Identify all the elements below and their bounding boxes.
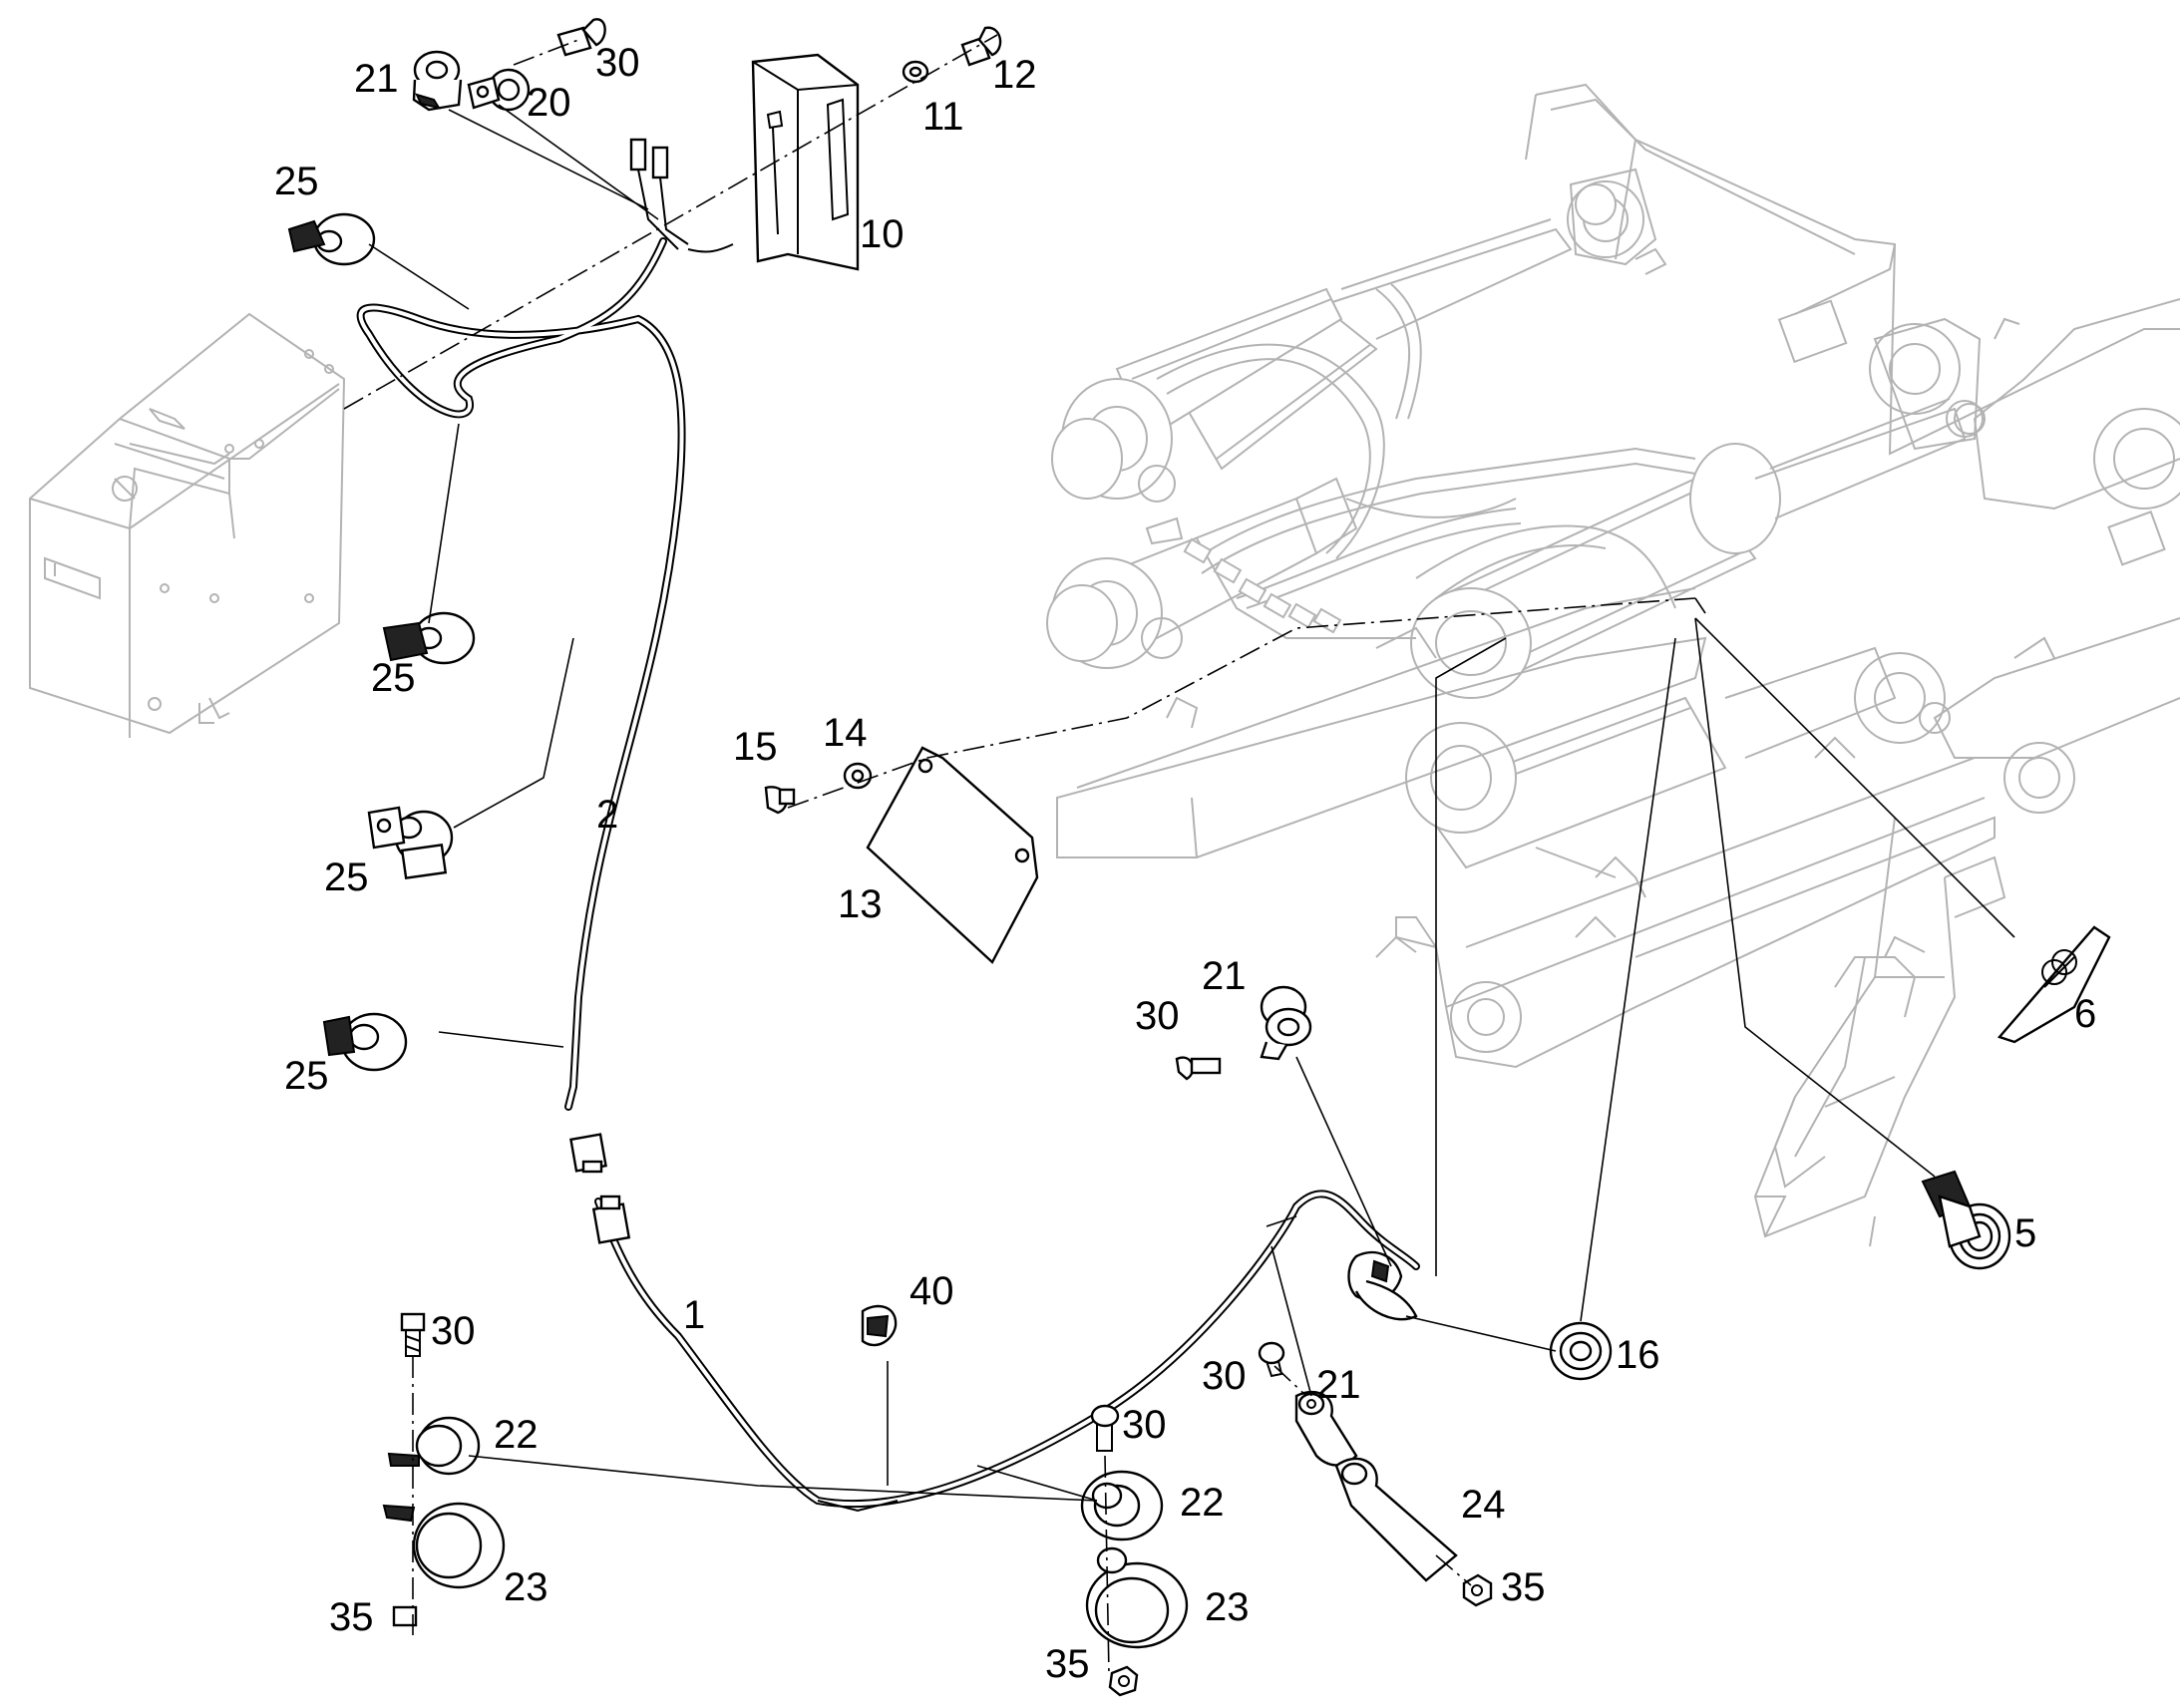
callout-22-lower-left: 22	[494, 1413, 539, 1457]
callout-2: 2	[596, 793, 618, 837]
nut-35-lower-middle	[1108, 1665, 1139, 1697]
callout-11: 11	[922, 95, 964, 139]
callout-35-lower-right: 35	[1501, 1565, 1546, 1609]
callout-21-lower-right: 21	[1316, 1363, 1361, 1407]
callout-labels: 21 30 20 12 11 10 25 25 25 25 2 15 14 13…	[274, 41, 2096, 1686]
bolt-12	[960, 26, 1002, 67]
plug-5	[1921, 1170, 2011, 1270]
callout-25-d: 25	[284, 1054, 329, 1098]
clip-40	[861, 1304, 898, 1347]
cable-connector-upper	[569, 1133, 607, 1174]
clamp-21-lower-right	[1294, 1390, 1358, 1467]
callout-12: 12	[992, 53, 1037, 97]
bracket-10	[751, 53, 860, 271]
clamp-20	[467, 68, 531, 112]
callout-10: 10	[860, 212, 905, 256]
clamp-23-lower-left	[382, 1502, 506, 1589]
clamp-22-lower-middle	[1080, 1470, 1164, 1541]
cable-harness-1	[594, 1190, 1420, 1513]
decal-6	[1997, 925, 2111, 1044]
washer-14	[843, 762, 873, 790]
cable-harness-2	[356, 237, 686, 1111]
plate-13	[866, 746, 1039, 964]
background-ripper-assembly	[1046, 83, 2180, 1247]
clamp-25-b	[382, 611, 476, 665]
callout-15: 15	[733, 725, 778, 769]
callout-30-lower-left: 30	[431, 1309, 476, 1353]
callout-25-c: 25	[324, 855, 369, 899]
bolt-30-lower-right	[1258, 1341, 1285, 1378]
clamp-23-lower-middle	[1085, 1546, 1189, 1649]
callout-5: 5	[2014, 1211, 2036, 1255]
callout-16: 16	[1616, 1333, 1660, 1377]
callout-6: 6	[2074, 992, 2096, 1036]
cable-connector-lower	[591, 1195, 631, 1244]
callout-30-middle: 30	[1135, 994, 1180, 1038]
callout-30-top: 30	[595, 41, 640, 85]
callout-23-lower-left: 23	[504, 1565, 548, 1609]
nut-35-lower-left	[392, 1605, 418, 1627]
washer-11	[902, 60, 929, 84]
callout-1: 1	[683, 1293, 705, 1337]
harness-plug-end	[1347, 1250, 1418, 1321]
callout-30-lower-right: 30	[1202, 1354, 1247, 1398]
clamp-22-lower-left	[387, 1416, 481, 1476]
nut-35-lower-right	[1462, 1573, 1493, 1607]
clamp-25-a	[287, 212, 376, 266]
callout-40: 40	[909, 1269, 954, 1313]
clamp-25-c	[367, 806, 454, 880]
bolt-30-lower-middle	[1090, 1404, 1120, 1452]
control-box	[29, 312, 346, 738]
callout-22-lower-middle: 22	[1180, 1481, 1225, 1525]
callout-35-lower-left: 35	[329, 1595, 374, 1639]
callout-35-lower-middle: 35	[1045, 1642, 1090, 1686]
bolt-30-middle	[1175, 1056, 1222, 1081]
leader-lines	[343, 34, 2015, 1676]
clamp-21-top	[412, 50, 463, 112]
callout-21-middle: 21	[1202, 954, 1247, 998]
clamp-25-d	[322, 1012, 408, 1072]
clamp-21-middle	[1260, 985, 1312, 1061]
grommet-16	[1549, 1321, 1613, 1381]
callout-23-lower-middle: 23	[1205, 1585, 1250, 1629]
callout-25-a: 25	[274, 160, 319, 203]
callout-20: 20	[527, 81, 571, 125]
cable-end-plugs	[629, 138, 734, 253]
callout-25-b: 25	[371, 656, 416, 700]
fitting-cluster	[1183, 537, 1342, 634]
callout-13: 13	[838, 882, 883, 926]
callout-30-lower-middle: 30	[1122, 1403, 1167, 1447]
callout-14: 14	[823, 711, 868, 755]
callout-21-top: 21	[354, 57, 399, 101]
bolt-15	[764, 786, 796, 815]
bolt-30-lower-left	[400, 1312, 426, 1357]
clamp-24	[1334, 1457, 1458, 1582]
callout-24: 24	[1461, 1483, 1506, 1527]
